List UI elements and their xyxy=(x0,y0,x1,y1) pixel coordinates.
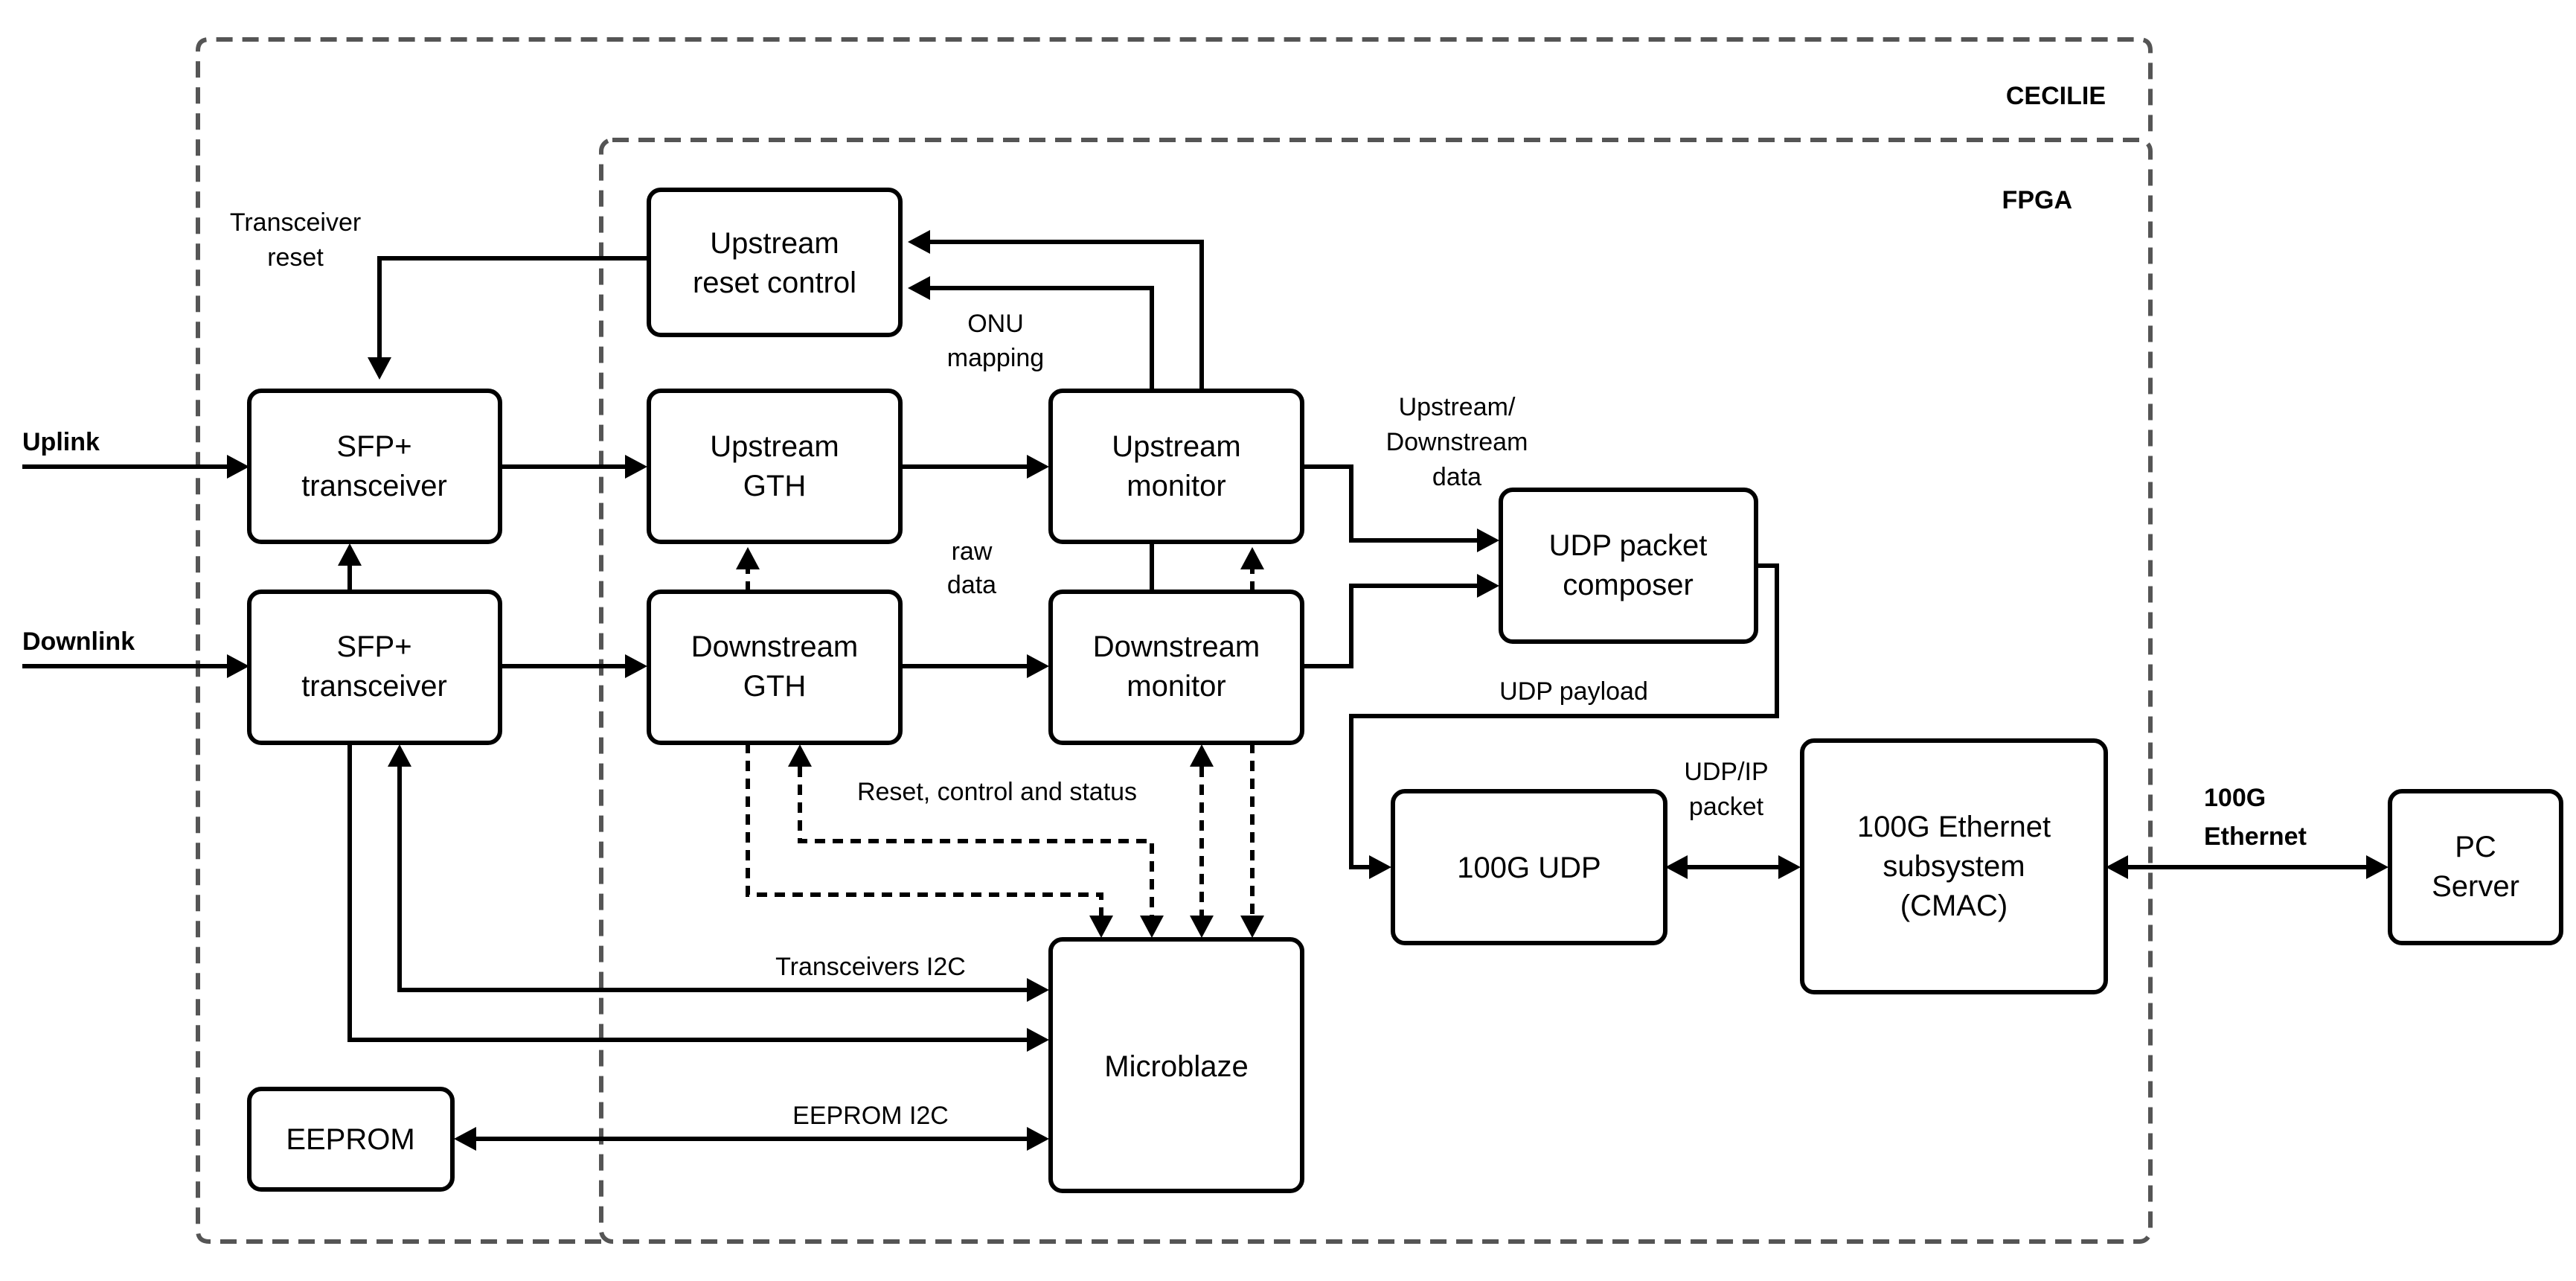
block-label: Upstream xyxy=(710,227,839,260)
block-label: (CMAC) xyxy=(1900,889,2008,922)
sfp-uplink-transceiver-block: SFP+ transceiver xyxy=(247,389,502,544)
block-label: EEPROM xyxy=(286,1123,414,1156)
block-label: transceiver xyxy=(301,470,447,502)
udp-ip-packet-label: packet xyxy=(1689,793,1764,821)
udp-100g-block: 100G UDP xyxy=(1391,789,1667,945)
udp-packet-composer-block: UDP packet composer xyxy=(1499,488,1758,644)
block-label: SFP+ xyxy=(336,630,411,663)
udp-payload-label: UDP payload xyxy=(1499,677,1648,706)
transceiver-reset-label: reset xyxy=(267,243,324,272)
signal-lines xyxy=(22,240,2366,1141)
eeprom-block: EEPROM xyxy=(247,1087,455,1192)
downlink-label: Downlink xyxy=(22,627,135,656)
pc-server-block: PC Server xyxy=(2388,789,2563,945)
block-label: 100G UDP xyxy=(1457,852,1601,884)
raw-data-label: data xyxy=(947,571,996,599)
ethernet-subsystem-block: 100G Ethernet subsystem (CMAC) xyxy=(1800,738,2108,994)
cecilie-container: CECILIE xyxy=(196,37,2153,1244)
block-label: Upstream xyxy=(710,430,839,463)
block-label: UDP packet xyxy=(1549,529,1708,562)
up-down-data-label: Downstream xyxy=(1386,428,1528,456)
block-label: Microblaze xyxy=(1104,1050,1248,1083)
cecilie-title: CECILIE xyxy=(2006,82,2106,110)
connection-labels: Uplink Downlink Transceiver reset ONU ma… xyxy=(22,208,2307,1130)
control-status-lines xyxy=(746,569,1255,916)
downstream-monitor-block: Downstream monitor xyxy=(1048,590,1304,745)
transceivers-i2c-line xyxy=(397,767,1027,992)
downmon-to-composer-line xyxy=(1302,584,1477,668)
transceiver-reset-line xyxy=(377,256,649,357)
block-label: GTH xyxy=(743,670,806,703)
transceiver-reset-label: Transceiver xyxy=(230,208,361,237)
fpga-container: FPGA xyxy=(599,138,2153,1244)
udp-ip-packet-label: UDP/IP xyxy=(1684,758,1768,786)
ethernet-100g-label: 100G xyxy=(2204,784,2266,812)
block-label: SFP+ xyxy=(336,430,411,463)
uplink-label: Uplink xyxy=(22,428,100,456)
transceiver-sfp-line xyxy=(347,743,1027,1042)
block-label: Upstream xyxy=(1112,430,1240,463)
reset-control-status-label: Reset, control and status xyxy=(857,778,1137,806)
block-label: composer xyxy=(1563,569,1694,601)
upstream-reset-control-block: Upstream reset control xyxy=(647,188,903,337)
block-label: Downstream xyxy=(1093,630,1260,663)
block-label: monitor xyxy=(1127,470,1225,502)
block-label: PC xyxy=(2455,831,2496,863)
raw-data-label: raw xyxy=(952,537,993,566)
downstream-gth-block: Downstream GTH xyxy=(647,590,903,745)
sfp-downlink-transceiver-block: SFP+ transceiver xyxy=(247,590,502,745)
upstream-monitor-block: Upstream monitor xyxy=(1048,389,1304,544)
block-label: transceiver xyxy=(301,670,447,703)
upmon-to-composer-line xyxy=(1302,464,1477,543)
block-label: Downstream xyxy=(691,630,859,663)
block-label: 100G Ethernet xyxy=(1857,811,2051,843)
block-label: monitor xyxy=(1127,670,1225,703)
up-down-data-label: data xyxy=(1432,463,1481,491)
arrow-heads xyxy=(227,230,2388,1151)
up-down-data-label: Upstream/ xyxy=(1399,393,1516,421)
onu-mapping-label: mapping xyxy=(947,344,1044,372)
eeprom-i2c-label: EEPROM I2C xyxy=(792,1102,949,1130)
transceivers-i2c-label: Transceivers I2C xyxy=(775,953,966,981)
block-label: subsystem xyxy=(1883,850,2025,883)
block-label: GTH xyxy=(743,470,806,502)
downgth-to-microblaze-dash-2 xyxy=(798,767,1154,916)
block-label: Server xyxy=(2432,870,2519,903)
upmon-to-resetctl-line-2 xyxy=(930,286,1154,391)
upstream-gth-block: Upstream GTH xyxy=(647,389,903,544)
upmon-to-resetctl-line-1 xyxy=(930,240,1204,391)
udp-payload-line xyxy=(1349,563,1779,869)
microblaze-block: Microblaze xyxy=(1048,937,1304,1193)
onu-mapping-label: ONU xyxy=(967,310,1024,338)
ethernet-100g-label: Ethernet xyxy=(2204,822,2307,851)
downgth-to-microblaze-dash-1 xyxy=(746,743,1103,916)
block-label: reset control xyxy=(693,266,856,299)
fpga-title: FPGA xyxy=(2002,186,2072,214)
